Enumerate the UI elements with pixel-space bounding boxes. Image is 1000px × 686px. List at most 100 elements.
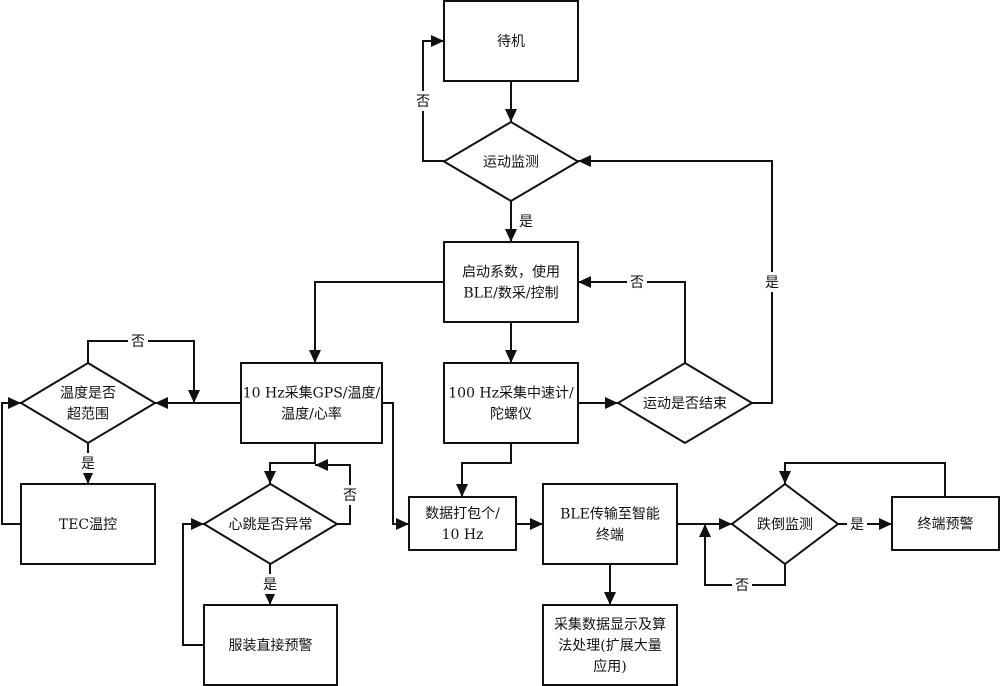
node-label: 心跳是否异常 xyxy=(229,517,313,533)
decision-diamond xyxy=(616,361,754,445)
edge-label: 是 xyxy=(81,456,95,472)
node-label: 服装直接预警 xyxy=(229,637,313,654)
edge-label: 是 xyxy=(765,275,779,291)
edge-motion_end-no-to-start: 否 xyxy=(578,272,686,363)
edge-data_pack-to-ble xyxy=(516,518,543,530)
node-heartbeat: 心跳是否异常 xyxy=(202,482,339,566)
edge-acq_10hz-to-heartbeat xyxy=(264,443,316,484)
node-motion-end: 运动是否结束 xyxy=(616,361,754,445)
arrowhead-icon xyxy=(505,229,517,242)
node-standby: 待机 xyxy=(443,0,579,82)
node-label: 温度/心率 xyxy=(281,406,342,423)
connector-line xyxy=(269,443,316,484)
arrowhead-icon xyxy=(578,276,591,288)
connector-line xyxy=(1,402,21,525)
edge-start-to-acq_100hz xyxy=(505,322,517,363)
process-box xyxy=(542,604,678,686)
arrowhead-icon xyxy=(396,518,409,530)
node-acq-10hz: 10 Hz采集GPS/温度/温度/心率 xyxy=(240,362,383,444)
arrowhead-icon xyxy=(578,155,591,167)
node-label: 采集数据显示及算 xyxy=(554,616,666,633)
node-label: 启动系数，使用 xyxy=(462,264,560,281)
node-label: 数据打包个/ xyxy=(425,505,500,522)
arrowhead-icon xyxy=(191,518,204,530)
connector-line xyxy=(382,402,409,525)
arrowhead-icon xyxy=(699,524,711,537)
node-label: 超范围 xyxy=(67,406,109,423)
process-box xyxy=(891,496,1000,551)
edge-terminal-to-fall_detect xyxy=(779,462,946,497)
decision-diamond xyxy=(442,120,580,203)
arrowhead-icon xyxy=(8,397,21,409)
edge-label-background xyxy=(413,91,433,111)
node-fall-detect: 跌倒监测 xyxy=(730,482,840,566)
edge-motion_detect-no-to-standby: 否 xyxy=(413,35,444,162)
edge-label-background xyxy=(260,574,280,594)
decision-diamond xyxy=(730,482,840,566)
edge-motion_detect-yes-to-start: 是 xyxy=(505,201,533,242)
edge-fall_detect-no-loop: 否 xyxy=(699,524,786,595)
node-label: 终端 xyxy=(596,528,624,544)
arrowhead-icon xyxy=(505,109,517,122)
node-label: 陀螺仪 xyxy=(490,407,532,423)
arrowhead-icon xyxy=(82,471,94,484)
edge-temp_range-no-loop: 否 xyxy=(87,331,200,403)
node-garment-alarm: 服装直接预警 xyxy=(203,604,338,686)
edge-label: 是 xyxy=(519,214,533,230)
edge-label-background xyxy=(128,331,148,351)
node-tec-control: TEC温控 xyxy=(20,483,156,565)
arrowhead-icon xyxy=(779,471,791,484)
node-label: 跌倒监测 xyxy=(757,517,813,533)
arrowhead-icon xyxy=(530,518,543,530)
node-data-pack: 数据打包个/10 Hz xyxy=(408,496,517,551)
edge-label-background xyxy=(762,272,782,292)
edge-acq_100hz-to-motion_end xyxy=(578,397,618,409)
edge-label: 否 xyxy=(343,488,357,504)
decision-diamond xyxy=(19,361,157,445)
edge-label: 否 xyxy=(735,578,749,594)
edge-label: 是 xyxy=(263,577,277,593)
edge-temp_range-yes-to-tec: 是 xyxy=(78,443,98,484)
node-label: 100 Hz采集中速计/ xyxy=(448,385,574,402)
edge-ble-to-display xyxy=(604,564,616,605)
arrowhead-icon xyxy=(456,484,468,497)
node-label: TEC温控 xyxy=(59,517,117,533)
connector-line xyxy=(461,443,512,497)
arrowhead-icon xyxy=(604,592,616,605)
edge-garment-to-heartbeat xyxy=(182,518,204,646)
node-motion-detect: 运动监测 xyxy=(442,120,580,203)
decision-diamond xyxy=(202,482,339,566)
process-box xyxy=(443,362,579,444)
node-acq-100hz: 100 Hz采集中速计/陀螺仪 xyxy=(443,362,579,444)
node-label: 10 Hz采集GPS/温度/ xyxy=(243,385,381,402)
edge-label-background xyxy=(732,575,752,595)
edge-tec-to-temp_range xyxy=(1,397,21,525)
process-box xyxy=(443,0,579,82)
edge-label: 否 xyxy=(630,275,644,291)
edge-label: 否 xyxy=(131,334,145,350)
node-label: 待机 xyxy=(497,34,525,50)
edge-label: 否 xyxy=(416,94,430,110)
process-box xyxy=(203,604,338,686)
edge-motion_end-yes-to-motion_detect: 是 xyxy=(578,155,782,404)
connector-line xyxy=(182,523,204,646)
process-box xyxy=(240,362,383,444)
node-label: 运动是否结束 xyxy=(643,396,727,412)
edge-acq_10hz-to-temp_range xyxy=(155,397,241,409)
arrowhead-icon xyxy=(879,518,892,530)
arrowhead-icon xyxy=(309,350,321,363)
process-box xyxy=(443,241,579,323)
arrowhead-icon xyxy=(155,397,168,409)
connector-line xyxy=(578,281,686,363)
edge-label-background xyxy=(627,272,647,292)
edge-fall_detect-yes-to-terminal: 是 xyxy=(838,514,892,534)
node-label: 终端预警 xyxy=(918,517,974,533)
process-box xyxy=(542,483,678,565)
node-label: 温度是否 xyxy=(60,386,116,402)
arrowhead-icon xyxy=(315,459,328,471)
